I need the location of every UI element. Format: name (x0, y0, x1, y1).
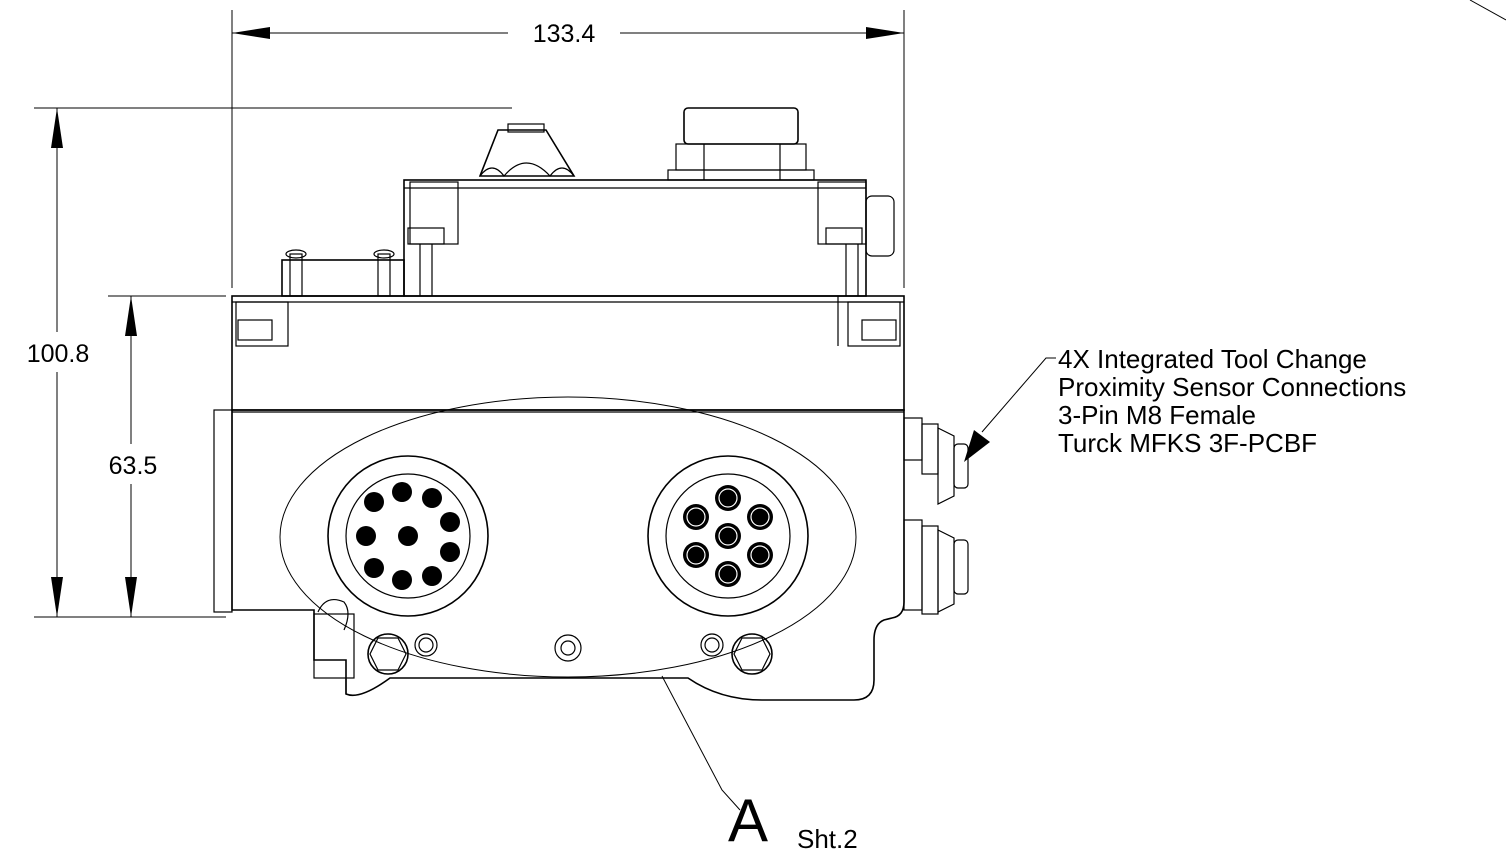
detail-callout-sheet: Sht.2 (797, 824, 858, 852)
connector-left (327, 455, 489, 617)
note-line-2: Proximity Sensor Connections (1058, 372, 1406, 402)
extension-lines (34, 0, 1506, 618)
dimension-height-overall: 100.8 (27, 108, 90, 617)
note-line-1: 4X Integrated Tool Change (1058, 344, 1367, 374)
note-line-4: Turck MFKS 3F-PCBF (1058, 428, 1317, 458)
connector-right (647, 455, 809, 617)
dimension-width-label: 133.4 (533, 20, 596, 48)
module-body (213, 107, 969, 701)
dimension-height-body-label: 63.5 (109, 452, 158, 480)
dimension-height-body: 63.5 (109, 296, 158, 617)
detail-callout-letter: A (728, 787, 768, 852)
detail-ellipse (279, 396, 857, 678)
detail-callout: A Sht.2 (661, 675, 858, 852)
note-leader (964, 357, 1056, 462)
sensor-note: 4X Integrated Tool Change Proximity Sens… (1058, 344, 1406, 458)
dimension-width: 133.4 (232, 20, 904, 48)
note-line-3: 3-Pin M8 Female (1058, 400, 1256, 430)
dimension-height-overall-label: 100.8 (27, 340, 90, 368)
